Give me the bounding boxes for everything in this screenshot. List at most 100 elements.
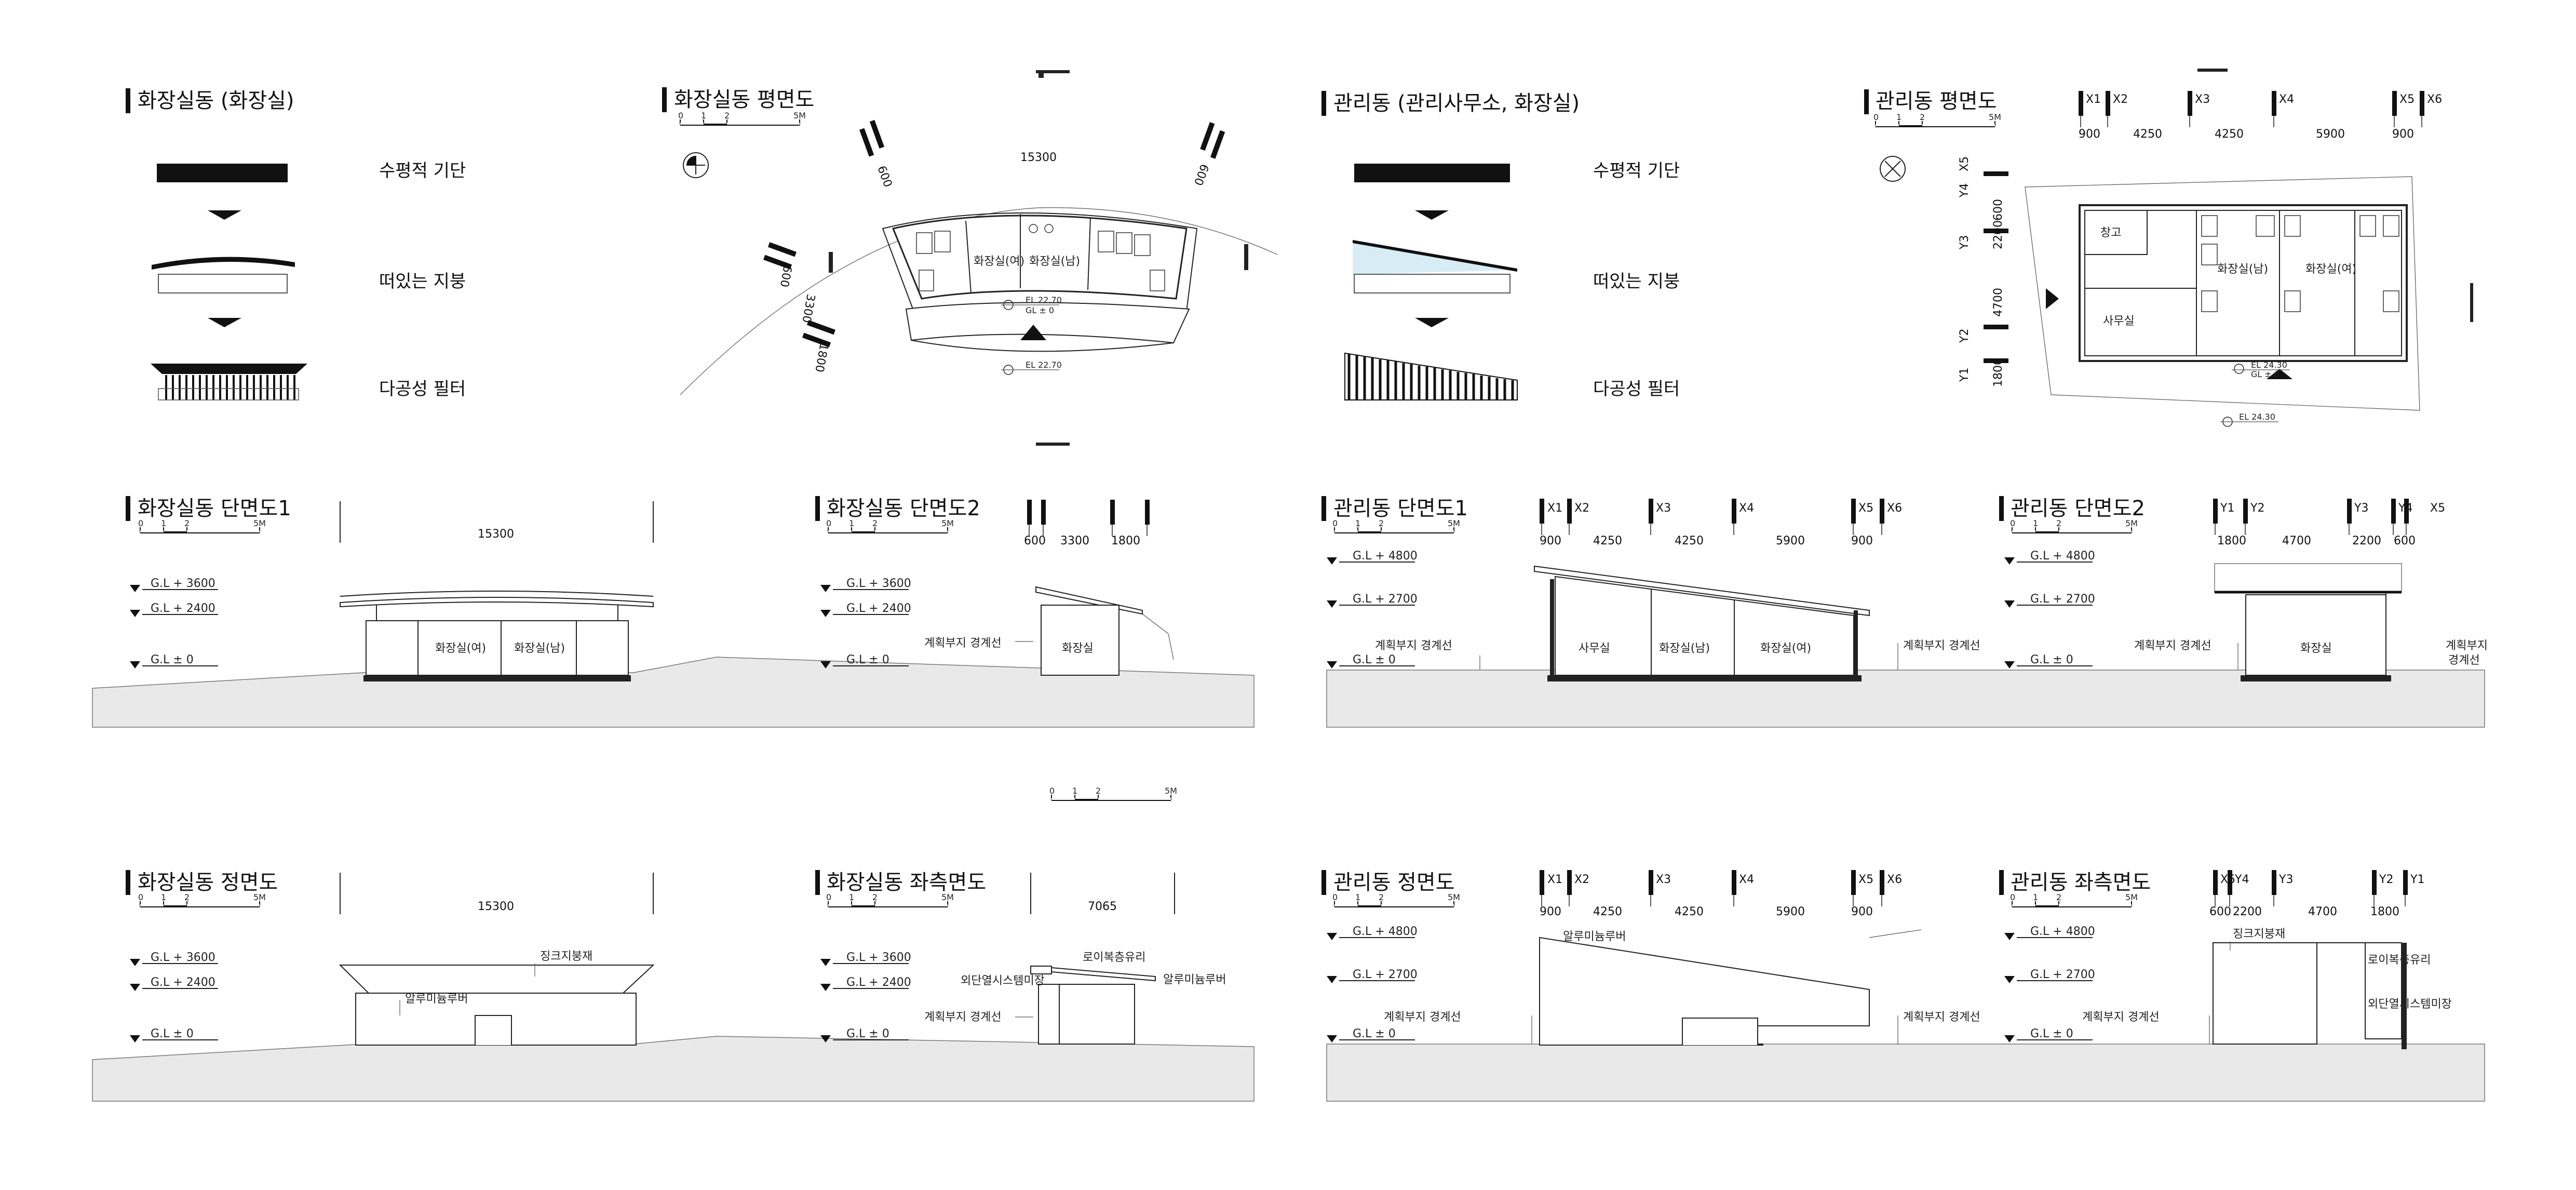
boundary-label: 계획부지 경계선 <box>2134 639 2211 652</box>
svg-text:1: 1 <box>1072 786 1077 796</box>
svg-text:0: 0 <box>2010 518 2015 528</box>
admin-section2-panel: 관리동 단면도2 0 1 2 5M Y1 Y2 Y3 Y4 X5 1800 47… <box>1999 496 2488 681</box>
room-label: 화장실(남) <box>1659 642 1710 655</box>
panel-title: 화장실동 단면도2 <box>827 497 980 520</box>
admin-concept-panel: 관리동 (관리사무소, 화장실) 수평적 기단 떠있는 지붕 다공성 필터 <box>1321 91 1680 400</box>
svg-text:2: 2 <box>872 518 878 528</box>
boundary-label: 계획부지 경계선 <box>1375 639 1452 652</box>
svg-text:1: 1 <box>701 111 706 121</box>
toilet-concept-panel: 화장실동 (화장실) 수평적 기단 떠있는 지붕 다공성 필터 <box>126 88 466 400</box>
title-marker <box>662 87 667 112</box>
boundary-label: 계획부지 경계선 <box>924 637 1002 650</box>
svg-text:G.L + 4800: G.L + 4800 <box>1353 550 1418 563</box>
toilet-plan-panel: 화장실동 평면도 0 1 2 5M 15300 600 600 600 3300… <box>662 70 1278 446</box>
svg-text:Y2: Y2 <box>2379 873 2393 886</box>
svg-text:900: 900 <box>1540 905 1561 918</box>
svg-text:G.L ± 0: G.L ± 0 <box>151 653 194 666</box>
svg-text:5M: 5M <box>2125 892 2138 902</box>
svg-text:G.L + 4800: G.L + 4800 <box>2030 925 2095 938</box>
scale-bar: 0 1 2 5M <box>1049 786 1177 801</box>
svg-text:G.L ± 0: G.L ± 0 <box>2030 1027 2073 1040</box>
svg-text:Y3: Y3 <box>2278 873 2293 886</box>
dimension: 15300 <box>478 528 514 541</box>
svg-text:G.L + 4800: G.L + 4800 <box>2030 550 2095 563</box>
svg-text:0: 0 <box>1332 892 1338 902</box>
svg-text:X6: X6 <box>1887 502 1902 515</box>
svg-text:900: 900 <box>1851 534 1873 547</box>
svg-text:X3: X3 <box>2195 93 2210 106</box>
svg-text:G.L ± 0: G.L ± 0 <box>1353 1027 1396 1040</box>
material-note: 알루미늄루버 <box>1163 973 1226 986</box>
svg-text:1800: 1800 <box>812 342 830 373</box>
svg-text:Y1: Y1 <box>2220 502 2234 515</box>
svg-text:EL 22.70: EL 22.70 <box>1026 295 1062 305</box>
svg-text:5M: 5M <box>941 518 954 528</box>
svg-text:X4: X4 <box>1739 873 1754 886</box>
material-note: 외단열시스템미장 <box>2368 998 2452 1011</box>
svg-text:4250: 4250 <box>1593 534 1622 547</box>
material-note: 로이복층유리 <box>2368 954 2431 967</box>
svg-text:1: 1 <box>161 892 166 902</box>
svg-text:4700: 4700 <box>2282 534 2311 547</box>
svg-text:X4: X4 <box>2279 93 2294 106</box>
svg-text:X5: X5 <box>2399 93 2415 106</box>
title-marker <box>1321 496 1326 521</box>
svg-text:600: 600 <box>874 164 894 189</box>
concept-item: 다공성 필터 <box>379 379 466 399</box>
svg-text:G.L ± 0: G.L ± 0 <box>1353 653 1396 666</box>
svg-text:G.L + 3600: G.L + 3600 <box>846 951 911 964</box>
material-note: 알루미늄루버 <box>405 993 468 1006</box>
boundary-label: 계획부지 경계선 <box>1903 1011 1980 1024</box>
title-marker <box>126 88 130 113</box>
toilet-section2-panel: 화장실동 단면도2 0 1 2 5M 600 3300 1800 G.L + 3… <box>815 496 1174 676</box>
svg-text:2: 2 <box>724 111 730 121</box>
boundary-label: 계획부지 경계선 <box>1384 1011 1461 1024</box>
svg-text:Y3: Y3 <box>1958 235 1971 250</box>
title-marker <box>815 870 820 895</box>
svg-text:G.L + 4800: G.L + 4800 <box>1353 925 1418 938</box>
svg-text:0: 0 <box>138 518 143 528</box>
svg-text:5900: 5900 <box>1776 905 1805 918</box>
svg-text:0: 0 <box>2010 892 2015 902</box>
svg-text:2: 2 <box>184 518 190 528</box>
svg-text:2: 2 <box>1920 112 1925 122</box>
svg-text:600: 600 <box>2209 905 2231 918</box>
svg-text:Y1: Y1 <box>1958 368 1971 382</box>
svg-text:G.L + 2400: G.L + 2400 <box>151 976 215 989</box>
svg-text:Y4: Y4 <box>2398 502 2412 515</box>
svg-text:EL 24.30: EL 24.30 <box>2251 360 2287 370</box>
concept-item: 다공성 필터 <box>1593 379 1680 399</box>
svg-text:G.L ± 0: G.L ± 0 <box>846 1027 889 1040</box>
svg-text:0: 0 <box>1332 518 1338 528</box>
svg-text:G.L ± 0: G.L ± 0 <box>846 653 889 666</box>
svg-text:2: 2 <box>872 892 878 902</box>
svg-text:Y2: Y2 <box>2250 502 2264 515</box>
room-label: 화장실(여) <box>1760 642 1811 655</box>
svg-text:Y4: Y4 <box>2234 873 2249 886</box>
svg-text:1: 1 <box>2033 518 2038 528</box>
toilet-side-panel: 화장실동 좌측면도 0 1 2 5M 7065 G.L + 3600 G.L +… <box>815 870 1226 1045</box>
admin-plan-panel: 관리동 평면도 0 1 2 5M X1 X2 X3 X4 X5 X6 900 4… <box>1864 69 2473 427</box>
title-marker <box>1321 870 1326 895</box>
room-label: 화장실(남) <box>2217 263 2268 276</box>
title-marker <box>1999 870 2004 895</box>
svg-text:5M: 5M <box>2125 518 2138 528</box>
room-label: 화장실 <box>1062 642 1094 655</box>
room-label: 화장실(여) <box>2305 263 2356 276</box>
svg-text:G.L + 2700: G.L + 2700 <box>1353 593 1418 606</box>
boundary-label: 계획부지 경계선 <box>2082 1011 2160 1024</box>
room-label: 화장실(여) <box>974 255 1024 268</box>
svg-text:G.L ± 0: G.L ± 0 <box>2030 653 2073 666</box>
svg-text:G.L + 2700: G.L + 2700 <box>2030 593 2095 606</box>
svg-text:X2: X2 <box>2113 93 2128 106</box>
toilet-section1-panel: 화장실동 단면도1 0 1 2 5M 15300 G.L + 3600 G.L … <box>92 496 1255 728</box>
svg-text:X1: X1 <box>1547 502 1562 515</box>
svg-text:4700: 4700 <box>1992 288 2005 317</box>
svg-text:X1: X1 <box>2086 93 2101 106</box>
svg-text:G.L + 2400: G.L + 2400 <box>846 602 911 615</box>
svg-text:G.L + 3600: G.L + 3600 <box>846 577 911 590</box>
panel-title: 화장실동 평면도 <box>674 88 814 112</box>
material-note: 징크지붕재 <box>2233 928 2285 941</box>
svg-text:2: 2 <box>1096 786 1101 796</box>
svg-text:0: 0 <box>1873 112 1879 122</box>
